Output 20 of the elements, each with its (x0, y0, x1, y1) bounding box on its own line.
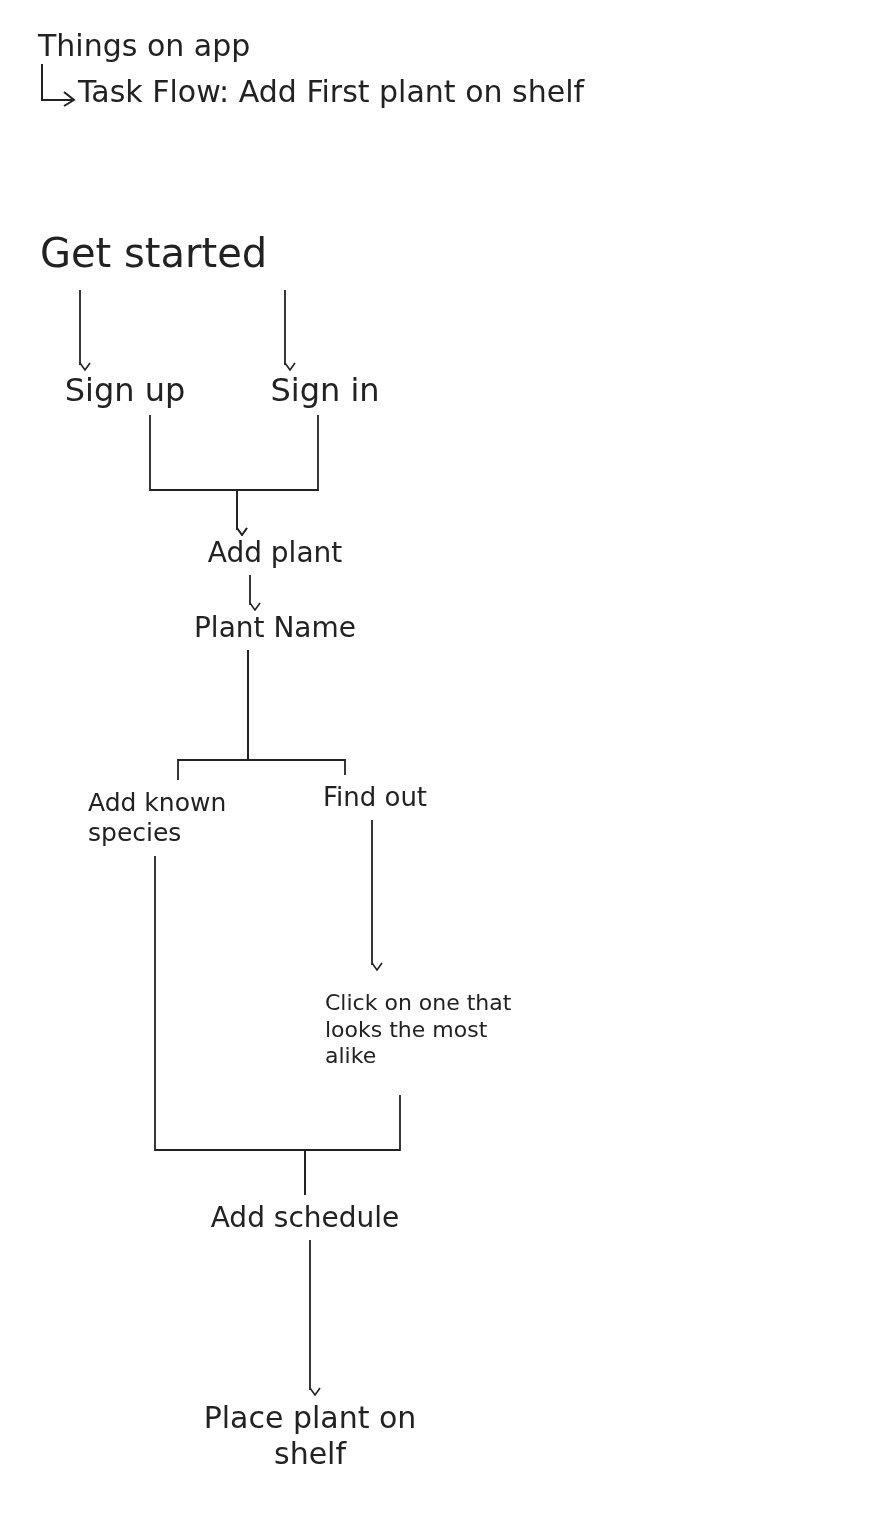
arrow (309, 1239, 321, 1396)
step-label: Add schedule (210, 1200, 400, 1235)
arrow (371, 819, 383, 971)
step-label: Place plant on shelf (202, 1400, 418, 1472)
arrow (249, 574, 261, 611)
step-label: Click on one that looks the most alike (325, 990, 513, 1070)
subtitle: Task Flow: Add First plant on shelf (78, 74, 585, 109)
connector-line (304, 1094, 401, 1196)
step-label: Plant Name (193, 610, 357, 645)
connector-line (247, 649, 346, 776)
step-label: Add plant (207, 535, 343, 570)
arrow (236, 414, 319, 536)
step-label: Get started (40, 228, 268, 277)
arrow (79, 289, 91, 371)
step-label: Sign in (270, 370, 380, 410)
step-label: Sign up (64, 370, 186, 410)
step-label: Find out (322, 781, 428, 814)
arrow (284, 289, 296, 371)
title: Things on app (38, 28, 251, 63)
step-label: Add known species (88, 788, 228, 848)
